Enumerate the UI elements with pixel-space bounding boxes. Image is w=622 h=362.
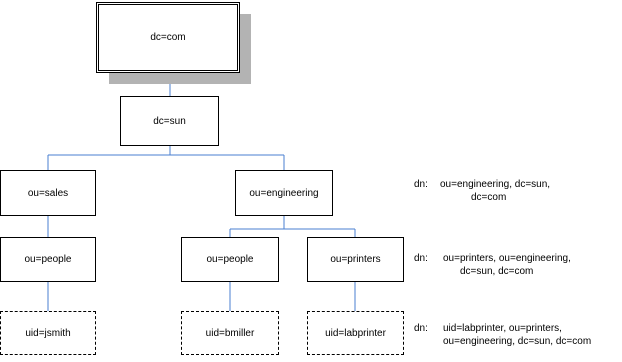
dn-line-1: ou=engineering, dc=sun, [440, 179, 551, 190]
node-uid-bmiller: uid=bmiller [181, 311, 279, 355]
dn-line-1: ou=printers, ou=engineering, [443, 253, 571, 264]
dn-line-2: dc=com [471, 192, 507, 203]
dn-annotation-engineering: dn: ou=engineering, dc=sun, dc=com [414, 178, 614, 208]
node-label: ou=printers [330, 254, 381, 265]
node-ou-people-engineering: ou=people [181, 237, 279, 282]
dn-line-2: ou=engineering, dc=sun, dc=com [443, 336, 592, 347]
node-ou-people-sales: ou=people [0, 237, 96, 282]
node-label: uid=bmiller [205, 327, 255, 339]
node-label: ou=people [24, 254, 72, 265]
node-label: ou=sales [27, 187, 69, 199]
dn-label: dn: [414, 323, 428, 334]
node-ou-sales: ou=sales [0, 170, 96, 216]
node-label: uid=jsmith [25, 327, 71, 339]
node-ou-printers: ou=printers [307, 237, 404, 282]
node-label: uid=labprinter [325, 327, 386, 339]
dn-line-2: dc=sun, dc=com [460, 266, 534, 277]
node-dc-com: dc=com [96, 2, 240, 73]
dn-label: dn: [414, 179, 428, 190]
dn-annotation-labprinter: dn: uid=labprinter, ou=printers, ou=engi… [414, 322, 619, 352]
node-uid-jsmith: uid=jsmith [0, 311, 96, 355]
node-dc-sun: dc=sun [120, 96, 219, 146]
node-uid-labprinter: uid=labprinter [307, 311, 404, 355]
dn-annotation-printers: dn: ou=printers, ou=engineering, dc=sun,… [414, 252, 614, 282]
node-label: ou=people [206, 254, 254, 265]
node-ou-engineering: ou=engineering [235, 170, 333, 216]
node-label: dc=com [150, 32, 186, 43]
dn-label: dn: [414, 253, 428, 264]
dn-line-1: uid=labprinter, ou=printers, [443, 323, 562, 334]
node-label: dc=sun [153, 115, 186, 127]
node-label: ou=engineering [249, 187, 319, 199]
